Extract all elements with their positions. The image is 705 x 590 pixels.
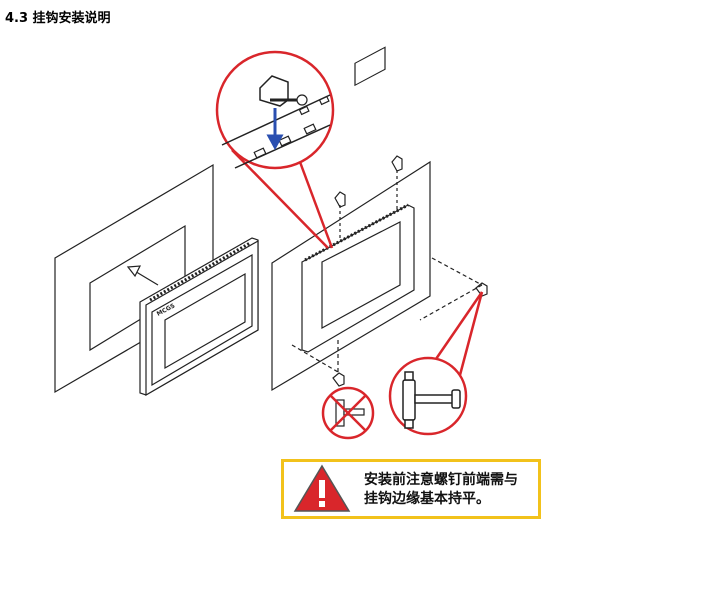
- hook-icon: [391, 155, 403, 210]
- section-title: 4.3 挂钩安装说明: [5, 11, 111, 26]
- prohibited-x-icon: [330, 395, 366, 431]
- insert-arrow-icon: [126, 265, 159, 286]
- down-arrow-icon: [266, 108, 284, 151]
- warning-line-2: 挂钩边缘基本持平。: [364, 491, 490, 507]
- screw-wrong-detail: [330, 395, 366, 431]
- warning-line-1: 安装前注意螺钉前端需与: [364, 472, 518, 488]
- hook-icon: [334, 191, 346, 240]
- warning-triangle-icon: [293, 464, 351, 512]
- hook-detail: [221, 75, 331, 169]
- mounting-panel-back: [271, 46, 488, 392]
- screw-correct-detail: [402, 371, 461, 429]
- hmi-device-front: MCGS: [139, 237, 259, 397]
- hook-icon: [332, 372, 345, 387]
- warning-box: 安装前注意螺钉前端需与 挂钩边缘基本持平。: [281, 459, 541, 519]
